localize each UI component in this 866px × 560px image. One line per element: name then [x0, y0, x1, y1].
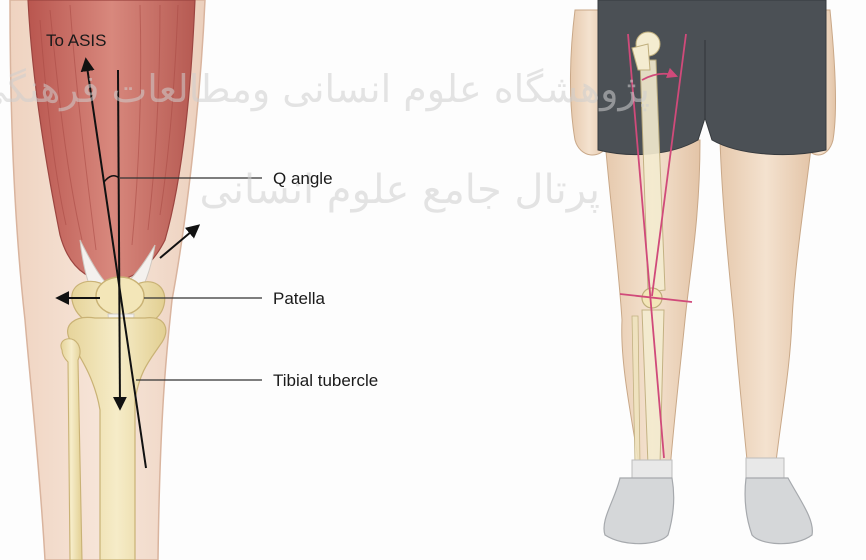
watermark-line-1: پژوهشگاه علوم انسانی ومطالعات فرهنگی [190, 70, 650, 108]
figure-leg-right [720, 140, 812, 470]
tibial-tubercle-label: Tibial tubercle [273, 372, 378, 389]
patella-label: Patella [273, 290, 325, 307]
figure-shoe-left [604, 478, 674, 544]
q-angle-label: Q angle [273, 170, 333, 187]
to-asis-label: To ASIS [46, 32, 106, 49]
figure-shoe-right [745, 478, 812, 544]
watermark-line-2: پرتال جامع علوم انسانی [300, 170, 600, 210]
